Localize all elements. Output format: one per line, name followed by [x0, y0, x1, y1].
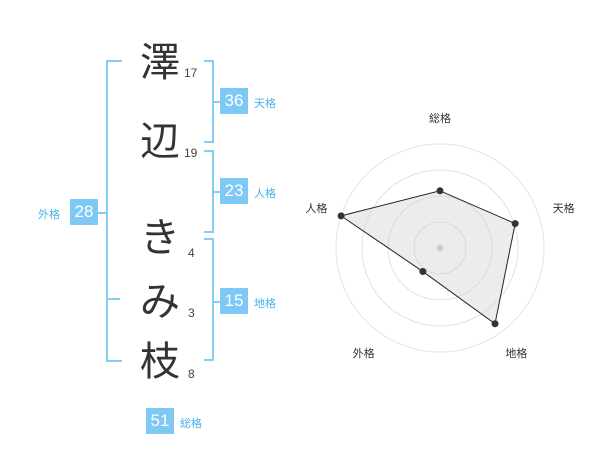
chikaku-label: 地格: [254, 297, 276, 310]
radar-point-3: [491, 320, 499, 328]
radar-axis-label-2: 天格: [553, 201, 575, 215]
chikaku-bracket: [204, 238, 214, 361]
chikaku-badge: 15: [220, 288, 248, 314]
radar-axis-label-3: 地格: [505, 346, 527, 360]
gaikaku-bracket-inner: [106, 298, 120, 300]
radar-axis-label-1: 総格: [429, 111, 451, 125]
gaikaku-bracket: [106, 60, 122, 362]
jinkaku-badge: 23: [220, 178, 248, 204]
radar-point-2: [511, 220, 519, 228]
name-char-2: 辺: [140, 119, 180, 165]
gaikaku-badge: 28: [70, 199, 98, 225]
stroke-count-5: 8: [188, 367, 195, 381]
tenkaku-badge: 36: [220, 88, 248, 114]
soukaku-badge: 51: [146, 408, 174, 434]
stroke-count-3: 4: [188, 246, 195, 260]
radar-point-4: [419, 268, 427, 276]
radar-axis-label-5: 人格: [305, 201, 327, 215]
radar-point-5: [337, 212, 345, 220]
radar-polygon: [339, 190, 516, 325]
gaikaku-connector: [98, 212, 106, 214]
tenkaku-label: 天格: [254, 97, 276, 110]
gaikaku-label: 外格: [38, 208, 60, 221]
name-char-1: 澤: [140, 40, 180, 86]
name-char-5: 枝: [140, 339, 180, 385]
soukaku-label: 総格: [180, 417, 202, 430]
radar-ring-3: [361, 169, 519, 327]
chikaku-connector: [212, 301, 220, 303]
stroke-count-4: 3: [188, 306, 195, 320]
jinkaku-connector: [212, 191, 220, 193]
stroke-count-1: 17: [184, 66, 198, 80]
jinkaku-label: 人格: [254, 187, 276, 200]
stroke-count-2: 19: [184, 146, 198, 160]
radar-ring-1: [413, 221, 467, 275]
name-char-4: み: [140, 279, 180, 325]
name-char-3: き: [140, 215, 180, 261]
radar-center-dot: [437, 245, 443, 251]
radar-axis-label-4: 外格: [353, 346, 375, 360]
tenkaku-connector: [212, 101, 220, 103]
radar-ring-4: [335, 143, 545, 353]
radar-point-1: [436, 187, 444, 195]
